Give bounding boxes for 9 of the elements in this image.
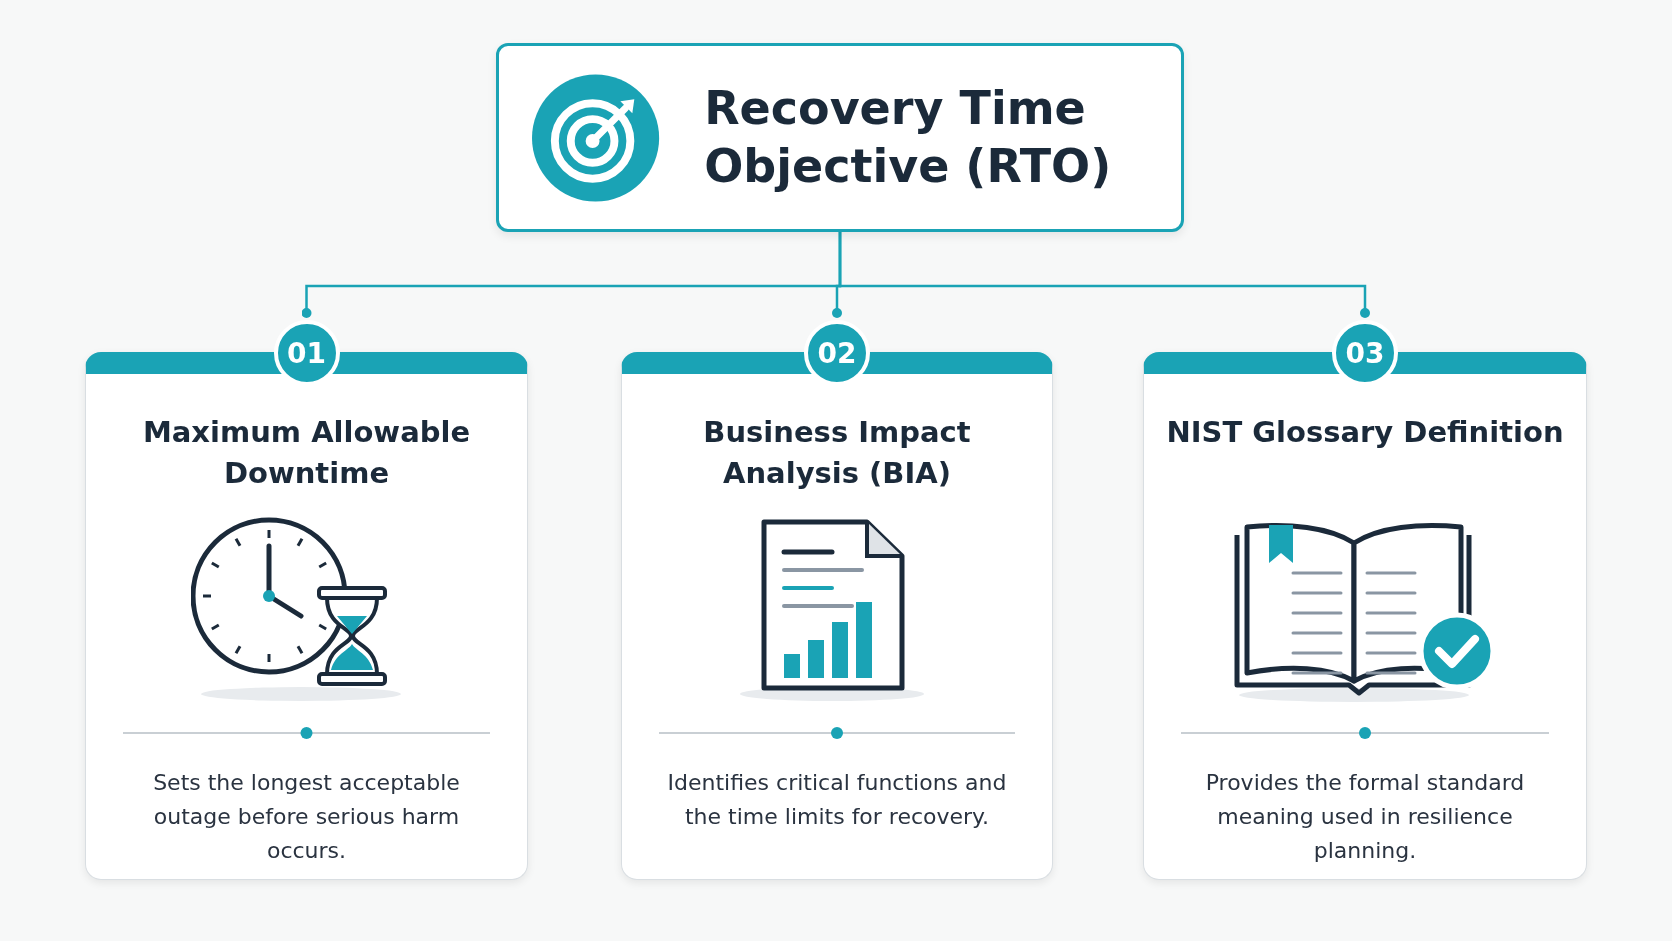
title-box (496, 43, 1184, 232)
card-description: Identifies critical functions and the time limits for recovery. (666, 769, 1008, 832)
card-description: Sets the longest acceptable outage before serious harm occurs. (152, 769, 461, 866)
title-text: Recovery Time Objective (RTO) (704, 80, 1113, 195)
card-heading: NIST Glossary Definition (1165, 414, 1565, 451)
connector-line (838, 232, 1370, 318)
card-heading: Business Impact Analysis (BIA) (702, 414, 972, 492)
card-heading: Maximum Allowable Downtime (141, 414, 472, 492)
card-description: Provides the formal standard meaning used in resilience planning. (1204, 769, 1526, 866)
